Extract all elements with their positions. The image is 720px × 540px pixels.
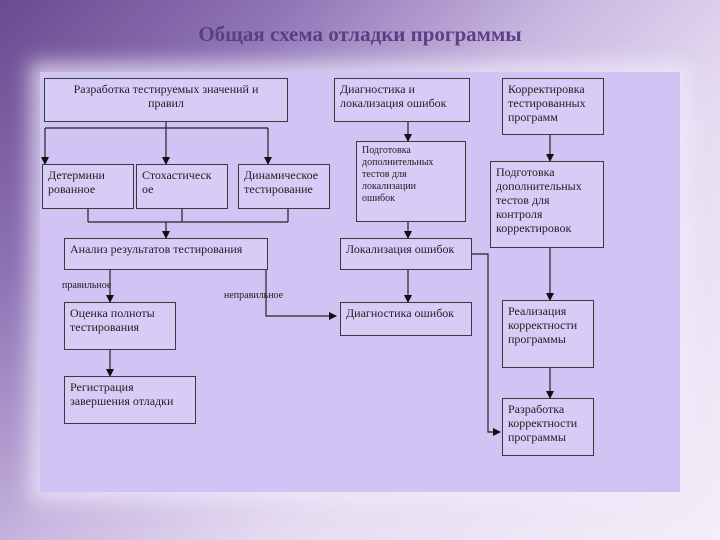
page-title: Общая схема отладки программы bbox=[198, 22, 522, 46]
node-correction: Корректировка тестированных программ bbox=[502, 78, 604, 135]
node-realization: Реализация корректности программы bbox=[502, 300, 594, 368]
node-diagnostics: Диагностика ошибок bbox=[340, 302, 472, 336]
label-incorrect: неправильное bbox=[224, 290, 284, 301]
node-dev-values: Разработка тестируемых значений и правил bbox=[44, 78, 288, 122]
label-correct: правильное bbox=[62, 280, 112, 291]
node-prep-control: Подготовка дополнительных тестов для кон… bbox=[490, 161, 604, 248]
node-deterministic: Детермини рованное bbox=[42, 164, 134, 209]
node-diag-localization: Диагностика и локализация ошибок bbox=[334, 78, 470, 122]
node-stochastic: Стохастическ ое bbox=[136, 164, 228, 209]
node-dynamic-testing: Динамическое тестирование bbox=[238, 164, 330, 209]
node-prep-tests: Подготовка дополнительных тестов для лок… bbox=[356, 141, 466, 222]
connector-to-diagnostics bbox=[265, 254, 337, 320]
node-dev-correctness: Разработка корректности программы bbox=[502, 398, 594, 456]
connector-feedback bbox=[472, 253, 501, 436]
node-completeness: Оценка полноты тестирования bbox=[64, 302, 176, 350]
node-localization: Локализация ошибок bbox=[340, 238, 472, 270]
node-registration: Регистрация завершения отладки bbox=[64, 376, 196, 424]
node-analysis: Анализ результатов тестирования bbox=[64, 238, 268, 270]
